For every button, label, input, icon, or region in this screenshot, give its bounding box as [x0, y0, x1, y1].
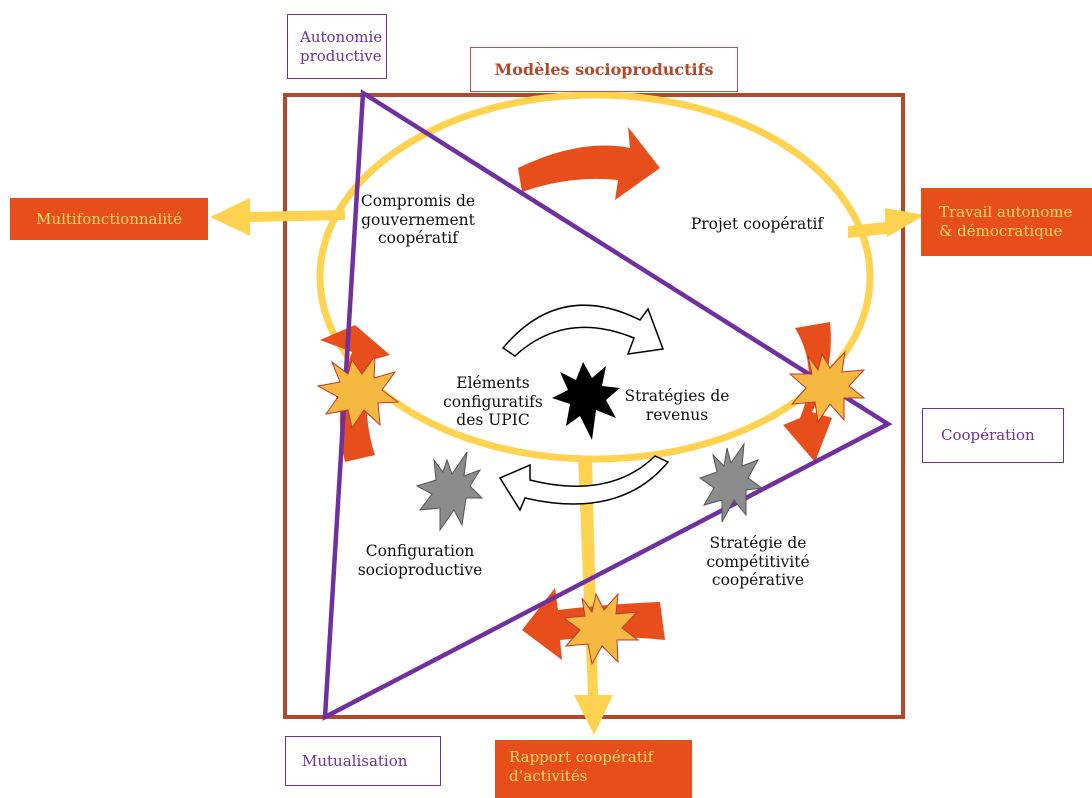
label-competitivite: Stratégie de compétitivité coopérative: [706, 534, 810, 590]
burst-icon-orange-bottom: [562, 592, 640, 666]
vertex-mutualisation-label: Mutualisation: [302, 751, 408, 770]
label-strategies-revenus: Stratégies de revenus: [624, 387, 730, 424]
output-rapport-box: Rapport coopératif d’activités: [495, 740, 692, 798]
circular-arrow-bottom-icon: [498, 455, 670, 512]
output-travail-box: Travail autonome & démocratique: [921, 188, 1092, 256]
label-projet: Projet coopératif: [690, 215, 824, 233]
burst-icon-center: [552, 362, 620, 440]
right-red-arrow: [783, 322, 832, 462]
ellipse-shape: [316, 91, 874, 463]
label-configuration: Configuration socioproductive: [357, 542, 483, 579]
label-compromis: Compromis de gouvernement coopératif: [360, 192, 476, 248]
output-multifonctionnalite-box: Multifonctionnalité: [10, 198, 208, 240]
vertex-autonomie-label: Autonomie productive: [300, 27, 383, 65]
left-yellow-arrow: [210, 198, 345, 236]
right-yellow-arrow: [848, 208, 925, 238]
output-rapport-label: Rapport coopératif d’activités: [509, 748, 654, 785]
vertex-cooperation-box: Coopération: [922, 408, 1064, 463]
vertex-cooperation-label: Coopération: [941, 426, 1035, 445]
output-multifonctionnalite-label: Multifonctionnalité: [36, 209, 182, 228]
label-elements: Eléments configuratifs des UPIC: [443, 374, 543, 430]
burst-icon-orange-right: [788, 350, 866, 424]
output-travail-label: Travail autonome & démocratique: [939, 203, 1073, 240]
burst-icon-gray-left: [415, 451, 484, 532]
vertex-autonomie-box: Autonomie productive: [287, 14, 387, 79]
top-red-arrow: [518, 127, 660, 200]
title-box: Modèles socioproductifs: [470, 47, 738, 92]
vertex-mutualisation-box: Mutualisation: [285, 736, 441, 786]
diagram-title: Modèles socioproductifs: [494, 59, 714, 79]
burst-icon-gray-right: [698, 442, 764, 523]
bottom-yellow-arrow: [574, 458, 613, 735]
circular-arrow-top-icon: [501, 304, 665, 357]
burst-icon-orange-left: [316, 354, 400, 430]
